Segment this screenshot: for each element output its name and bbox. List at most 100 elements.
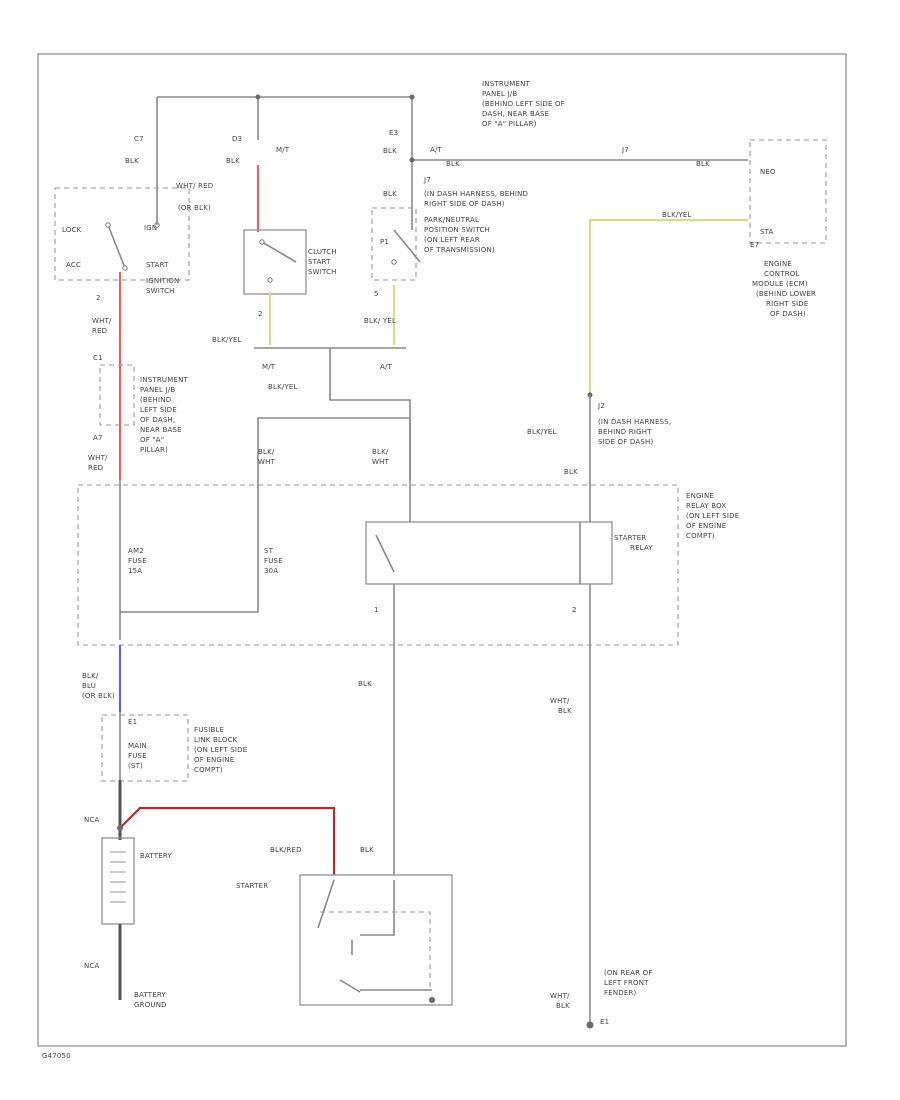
blk-wht-1-label: BLK/WHT [258,448,276,466]
at-mid-label: A/T [380,363,393,371]
blk-wht-2-label: BLK/WHT [372,448,390,466]
j7-pin-label: J7 [423,176,431,184]
junction-dot [409,157,415,163]
ecm-box [749,139,827,244]
battery-box [101,837,135,925]
wht-red-c1-label: WHT/RED [92,317,112,335]
starter-motor-symbol [339,940,361,993]
mt-top-label: M/T [276,146,290,154]
a7-label: A7 [93,434,103,442]
e7-label: E7 [750,241,759,249]
e1-link-label: E1 [128,718,137,726]
starter-solenoid-contact [317,879,335,929]
pin-5-label: 5 [374,290,379,298]
blk-c7-label: BLK [125,157,139,165]
wht-red-ign-label: WHT/ RED [176,182,213,190]
blk-red-label: BLK/RED [270,846,302,854]
wht-blk-bottom-label: WHT/BLK [550,992,570,1010]
pin-2-relay-label: 2 [572,606,577,614]
pin-1-relay-label: 1 [374,606,379,614]
d3-label: D3 [232,135,242,143]
blk-relay-label: BLK [564,468,578,476]
ne-pin-label: NEO [760,168,776,176]
blk-starter-label: BLK [360,846,374,854]
blk-blu-label: BLK/BLU(OR BLK) [82,672,115,700]
or-blk-label: (OR BLK) [178,204,211,212]
pin-2-clutch-label: 2 [258,310,263,318]
mt-at-down-wire [329,348,411,480]
j2-label: J2 [597,402,605,410]
starter-box [299,874,453,1006]
starter-relay-box [365,521,613,585]
lock-label: LOCK [62,226,82,234]
junction-dot [409,94,415,100]
clutch-start-switch-box [243,229,307,295]
fusible-link-box [101,714,189,782]
relay-switch-blade [375,534,395,573]
starter-cable [121,806,336,875]
e1-label: E1 [600,1018,609,1026]
battery-positive-junction [117,825,123,831]
clutch-switch-blade [261,241,297,263]
diagram-frame [37,53,847,1047]
start-label: START [146,261,169,269]
blk-e3-label: BLK [383,147,397,155]
sta-yellow-wire [588,218,748,395]
c7-label: C7 [134,135,144,143]
battery-cells [110,851,126,903]
pin-2-ign-label: 2 [96,294,101,302]
st-fuse-feed [257,417,411,480]
e3-label: E3 [389,129,398,137]
figure-code: G47050 [42,1052,71,1060]
blk-yel-pn-label: BLK/ YEL [364,317,396,325]
blk-yel-sta-label: BLK/YEL [662,211,692,219]
nca-bottom-label: NCA [84,962,100,970]
ip-jb-mid-box [99,364,135,426]
blk-down-label: BLK [358,680,372,688]
blk-j7-label: BLK [383,190,397,198]
at-top-label: A/T [430,146,443,154]
sta-pin-label: STA [760,228,774,236]
battery-label: BATTERY [140,852,173,860]
engine-relay-box [77,484,679,646]
blk-d3-label: BLK [226,157,240,165]
starter-label: STARTER [236,882,268,890]
j7-label: J7 [621,146,629,154]
wht-red-a7-label: WHT/RED [88,454,108,472]
pin-p1-label: P1 [380,238,389,246]
blk-ne-label: BLK [696,160,710,168]
neg-top-label: NCA [84,816,100,824]
st-fuse-wire [120,480,259,613]
ign-switch-blade [107,224,126,269]
park-neutral-switch-box [371,207,417,281]
clutch-contact [267,277,273,283]
ign-contact [105,222,111,228]
acc-label: ACC [66,261,81,269]
starter-internal-dash [320,911,431,990]
junction-dot [255,94,261,100]
ground-e1 [586,1021,594,1029]
blk-wire-label: BLK [446,160,460,168]
blk-yel-mid-label: BLK/YEL [268,383,298,391]
starter-ground [429,997,435,1003]
wht-blk-down-label: WHT/BLK [550,697,572,715]
blk-yel-j2-label: BLK/YEL [527,428,557,436]
ignition-switch-box [54,187,190,281]
